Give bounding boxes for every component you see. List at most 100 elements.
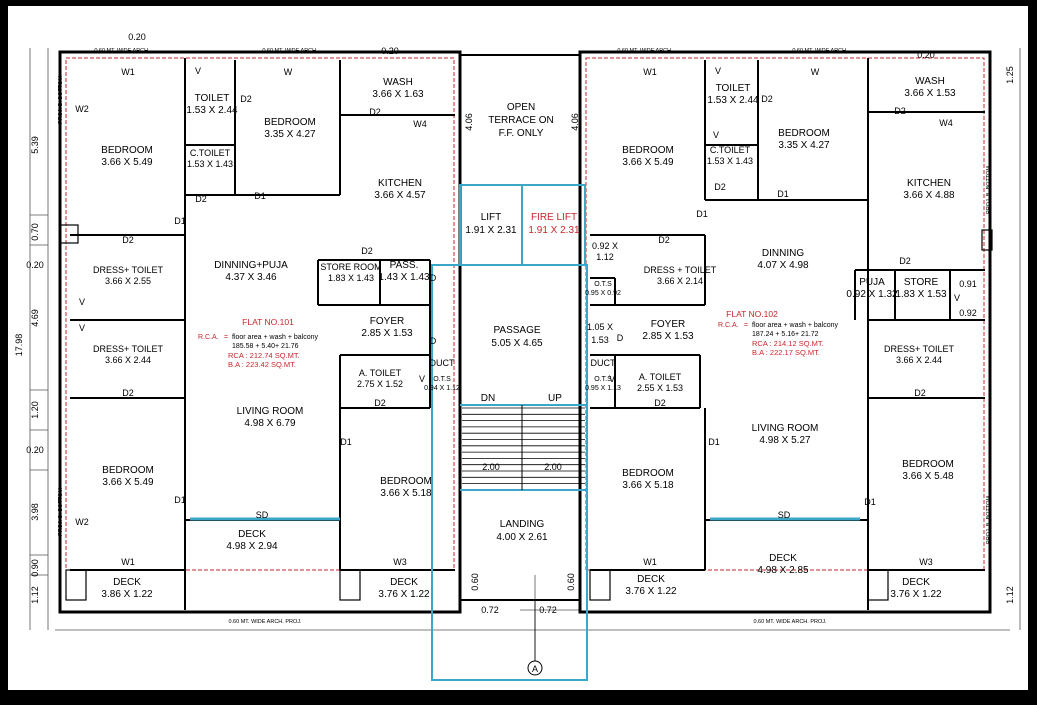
tag-v-12: V: [79, 297, 85, 307]
tag-d2-41: D2: [654, 398, 666, 408]
flat-101-room-name-8: STORE ROOM: [320, 262, 381, 272]
flat-102-room-name-18: DECK: [769, 553, 797, 564]
section-marker-label: A: [532, 664, 538, 674]
flat-101-room-size-2: 3.35 X 4.27: [264, 129, 316, 140]
flat-102-room-size-9: 1.83 X 1.53: [895, 289, 947, 300]
flat-101-room-size-19: 3.76 X 1.22: [378, 589, 430, 600]
flat-101-room-name-18: DECK: [113, 577, 141, 588]
flat-101-room-name-1: TOILET: [195, 93, 230, 104]
fire-lift-size: 1.91 X 2.31: [528, 225, 580, 236]
flat-102-room-name-7: DINNING: [762, 248, 804, 259]
flat-101-room-name-14: LIVING ROOM: [237, 406, 304, 417]
flat-101-room-size-8: 1.83 X 1.43: [328, 273, 374, 283]
dim-foot-right: 0.72: [539, 605, 557, 615]
flat-101-room-size-7: 4.37 X 3.46: [225, 272, 277, 283]
note-arch-1: 0.60 MT. WIDE ARCH.: [94, 48, 150, 54]
flat-102-room-size-14: 0.95 X 0.92: [585, 290, 621, 297]
tag-d2-32: D2: [894, 106, 906, 116]
flat-101-rca-formula: floor area + wash + balcony: [232, 334, 318, 341]
tag-d2-5: D2: [195, 194, 207, 204]
note-arch-3: 0.60 MT. WIDE ARCH.: [617, 48, 673, 54]
tag-w1-25: W1: [643, 67, 657, 77]
stair-up: UP: [548, 393, 562, 404]
flat-102-room-size-5: 3.66 X 4.88: [903, 190, 955, 201]
flat-101-room-size-12: 2.75 X 1.52: [357, 379, 403, 389]
flat-102-room-size-12: 2.55 X 1.53: [637, 383, 683, 393]
dim-left-8: 1.12: [30, 586, 40, 604]
lift-size: 1.91 X 2.31: [465, 225, 517, 236]
extra-dim-4: 0.91: [959, 279, 977, 289]
note-proj-bottom-2: PROJ. B. BOTTOM: [58, 488, 64, 536]
dim-left-5: 0.20: [26, 445, 44, 455]
tag-w3-46: W3: [919, 557, 933, 567]
flat-101-room-size-15: 3.66 X 5.49: [102, 477, 154, 488]
flat-101-room-name-10: FOYER: [370, 316, 404, 327]
tag-v-3: V: [195, 66, 201, 76]
flat-101-room-size-6: 3.66 X 2.55: [105, 276, 151, 286]
flat-102-room-size-15: 4.98 X 5.27: [759, 435, 811, 446]
extra-dim-2: 1.05 X: [587, 322, 613, 332]
flat-102-ba: B.A : 222.17 SQ.MT.: [752, 348, 820, 357]
tag-d1-43: D1: [864, 497, 876, 507]
landing-size: 4.00 X 2.61: [496, 532, 548, 543]
flat-102-room-size-20: 3.76 X 1.22: [890, 589, 942, 600]
flat-102-room-size-1: 1.53 X 2.44: [707, 95, 759, 106]
tag-w2-2: W2: [75, 104, 89, 114]
flat-102-room-size-19: 3.76 X 1.22: [625, 586, 677, 597]
flat-102-room-name-14: O.T.S: [594, 281, 612, 288]
tag-w3-24: W3: [393, 557, 407, 567]
paper: [8, 6, 1028, 690]
tag-v-13: V: [79, 323, 85, 333]
tag-d2-35: D2: [658, 235, 670, 245]
passage-size: 5.05 X 4.65: [491, 338, 543, 349]
tag-d2-30: D2: [714, 182, 726, 192]
tag-d1-10: D1: [174, 216, 186, 226]
tag-d-16: D: [430, 336, 437, 346]
flat-102-room-size-17: 3.66 X 5.48: [902, 471, 954, 482]
flat-101-room-name-13: O.T.S: [433, 376, 451, 383]
flat-102-room-name-12: A. TOILET: [639, 372, 682, 382]
flat-101-room-size-16: 3.66 X 5.18: [380, 488, 432, 499]
flat-102-room-name-11: DRESS+ TOILET: [884, 344, 954, 354]
tag-w-1: W: [284, 67, 293, 77]
flat-102-room-name-20: DECK: [902, 577, 930, 588]
flat-102-extra-dims: 0.92 X 1.12 1.05 X 1.53 0.91 0.92: [587, 241, 977, 345]
dim-stair-left: 2.00: [482, 462, 500, 472]
open-terrace-3: F.F. ONLY: [499, 128, 544, 139]
dim-top-mid: 0.20: [381, 46, 399, 56]
flat-102-room-name-13: O.T.S: [594, 376, 612, 383]
dim-left-6: 3.98: [30, 503, 40, 521]
flat-101-room-name-2: BEDROOM: [264, 117, 316, 128]
note-arch-4: 0.60 MT. WIDE ARCH.: [792, 48, 848, 54]
duct-right: DUCT: [591, 358, 616, 368]
tag-w1-23: W1: [121, 557, 135, 567]
note-proj-bottom-3: PROJ. B. BOTTOM: [986, 166, 992, 214]
dim-left-2: 0.20: [26, 260, 44, 270]
flat-102-info: FLAT NO.102 R.C.A. = floor area + wash +…: [718, 309, 838, 357]
extra-dim-1: 1.12: [596, 252, 614, 262]
flat-101-room-size-17: 4.98 X 2.94: [226, 541, 278, 552]
flat-102-room-size-18: 4.98 X 2.85: [757, 565, 809, 576]
dimension-text: 5.39 0.70 0.20 4.69 1.20 0.20 3.98 0.90 …: [14, 32, 1015, 615]
flat-101-room-name-7: DINNING+PUJA: [214, 260, 288, 271]
dim-bot-vert-right: 0.60: [566, 573, 576, 591]
core-outline: [431, 184, 588, 681]
tag-d1-6: D1: [254, 191, 266, 201]
dim-bot-vert-left: 0.60: [470, 573, 480, 591]
flat-101-room-size-9: 1.43 X 1.43: [378, 272, 430, 283]
flat-101-info: FLAT NO.101 R.C.A. = floor area + wash +…: [198, 317, 318, 369]
flat-102-room-size-8: 0.92 X 1.32: [846, 289, 898, 300]
tag-d1-19: D1: [340, 437, 352, 447]
tag-d2-38: D2: [914, 388, 926, 398]
flat-101-room-size-1: 1.53 X 2.44: [186, 105, 238, 116]
flat-101-ba: B.A : 223.42 SQ.MT.: [228, 360, 296, 369]
flat-101-room-name-17: DECK: [238, 529, 266, 540]
open-terrace-1: OPEN: [507, 102, 535, 113]
core-labels: OPEN TERRACE ON F.F. ONLY LIFT 1.91 X 2.…: [430, 102, 616, 543]
flat-102-room-size-11: 3.66 X 2.44: [896, 355, 942, 365]
projection-notes: 0.60 MT. WIDE ARCH. 0.60 MT. WIDE ARCH. …: [58, 48, 992, 625]
flat-102-room-name-17: BEDROOM: [902, 459, 954, 470]
flat-101-room-size-11: 3.66 X 2.44: [105, 355, 151, 365]
flat-102-room-name-16: BEDROOM: [622, 468, 674, 479]
